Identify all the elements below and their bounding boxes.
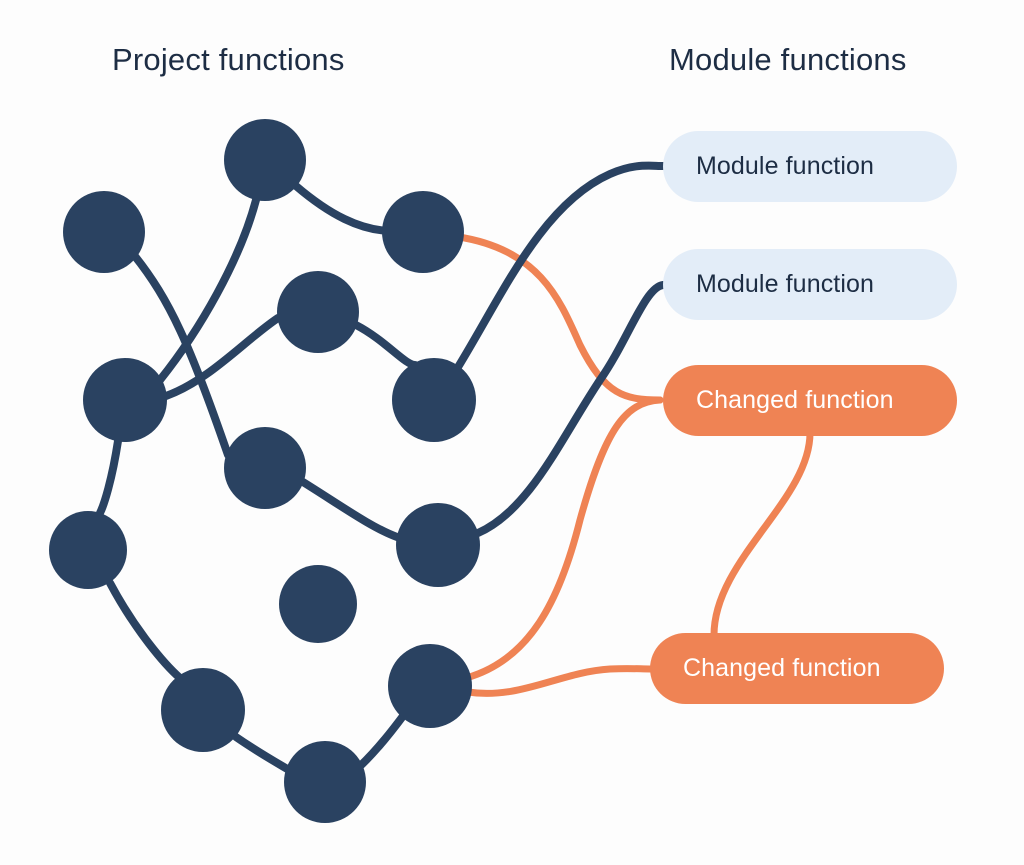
edge-n2-n7 xyxy=(130,251,232,459)
project-node[interactable] xyxy=(392,358,476,442)
orange-link-group xyxy=(455,233,814,697)
project-node[interactable] xyxy=(388,644,472,728)
module-function-box-1-label: Module function xyxy=(696,152,875,180)
edge-n4-n6 xyxy=(352,321,419,369)
changed-function-box-2[interactable]: Changed function xyxy=(650,633,944,704)
module-function-box-2-label: Module function xyxy=(696,270,875,298)
edge-n5-n4 xyxy=(162,314,282,400)
edge-n7-n9 xyxy=(299,478,401,541)
changed-function-box-1-label: Changed function xyxy=(696,386,894,414)
edge-n1-n3 xyxy=(292,182,394,235)
orange-link-changed1-to-changed2 xyxy=(710,429,814,639)
project-node[interactable] xyxy=(396,503,480,587)
navy-cross-link-group xyxy=(451,161,667,537)
project-node[interactable] xyxy=(284,741,366,823)
edge-n13-n12 xyxy=(354,708,410,772)
module-function-box-1[interactable]: Module function xyxy=(663,131,957,202)
navy-link-n9-to-module2 xyxy=(474,281,667,537)
orange-link-n3-to-changed1 xyxy=(455,233,664,404)
edge-n5-n8 xyxy=(96,437,122,517)
project-node[interactable] xyxy=(277,271,359,353)
edge-n1-n5 xyxy=(156,196,260,384)
module-functions-title: Module functions xyxy=(669,42,907,77)
changed-function-box-2-label: Changed function xyxy=(683,654,881,682)
project-node[interactable] xyxy=(279,565,357,643)
project-node[interactable] xyxy=(63,191,145,273)
edge-n11-n13 xyxy=(232,733,296,776)
project-node-group xyxy=(49,119,480,823)
project-node[interactable] xyxy=(224,119,306,201)
project-node[interactable] xyxy=(161,668,245,752)
project-node[interactable] xyxy=(224,427,306,509)
project-node[interactable] xyxy=(83,358,167,442)
project-node[interactable] xyxy=(49,511,127,589)
orange-link-n12-to-changed1 xyxy=(462,396,664,682)
changed-function-box-1[interactable]: Changed function xyxy=(663,365,957,436)
orange-link-n12-to-changed2 xyxy=(464,665,654,697)
module-function-box-2[interactable]: Module function xyxy=(663,249,957,320)
edge-n8-n11 xyxy=(106,579,184,682)
project-functions-title: Project functions xyxy=(112,42,345,77)
navy-link-n6-to-module1 xyxy=(451,161,667,376)
project-node[interactable] xyxy=(382,191,464,273)
